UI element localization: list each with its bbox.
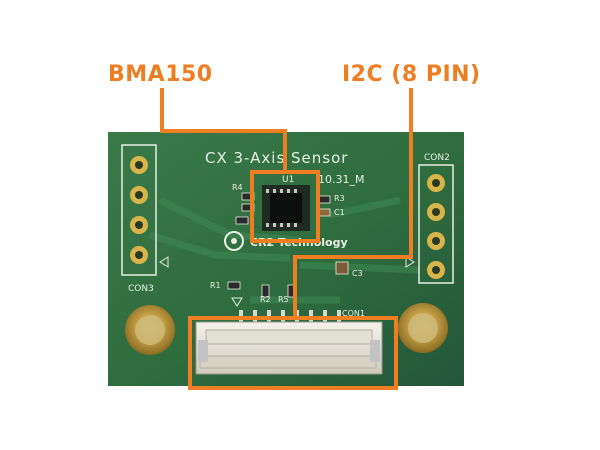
r3-label: R3 (334, 194, 345, 203)
r4-label: R4 (232, 183, 243, 192)
cr2-logo-icon (224, 231, 244, 251)
i2c-connector (195, 321, 383, 375)
con3-pins (130, 156, 148, 264)
con1-pin1-marker-icon (231, 297, 243, 307)
c3-label: C3 (352, 269, 363, 278)
r2-label: R2 (260, 295, 271, 304)
mounting-hole-left (125, 305, 175, 355)
con1-label: CON1 (342, 309, 365, 318)
i2c-callout-label: I2C (8 PIN) (342, 62, 481, 87)
con2-pins (427, 174, 445, 279)
board-title: CX 3-Axis Sensor (205, 149, 348, 167)
callout-lines (160, 88, 413, 318)
board-date-code: 10.31_M (318, 173, 364, 186)
r5-label: R5 (278, 295, 289, 304)
bma150-callout-label: BMA150 (108, 62, 213, 87)
con3-outline (121, 144, 157, 276)
i2c-highlight-box (188, 316, 398, 390)
bma150-highlight-box (250, 170, 320, 243)
con2-label: CON2 (424, 153, 450, 163)
con3-arrow-icon (159, 256, 169, 268)
con2-arrow-icon (405, 256, 415, 268)
c1-label: C1 (334, 208, 345, 217)
con3-label: CON3 (128, 284, 154, 294)
passive-components (227, 192, 349, 298)
bma150-chip (262, 185, 310, 231)
con2-outline (418, 164, 454, 284)
chip-ref-label: U1 (282, 175, 294, 185)
mounting-hole-right (398, 303, 448, 353)
r1-label: R1 (210, 281, 221, 290)
